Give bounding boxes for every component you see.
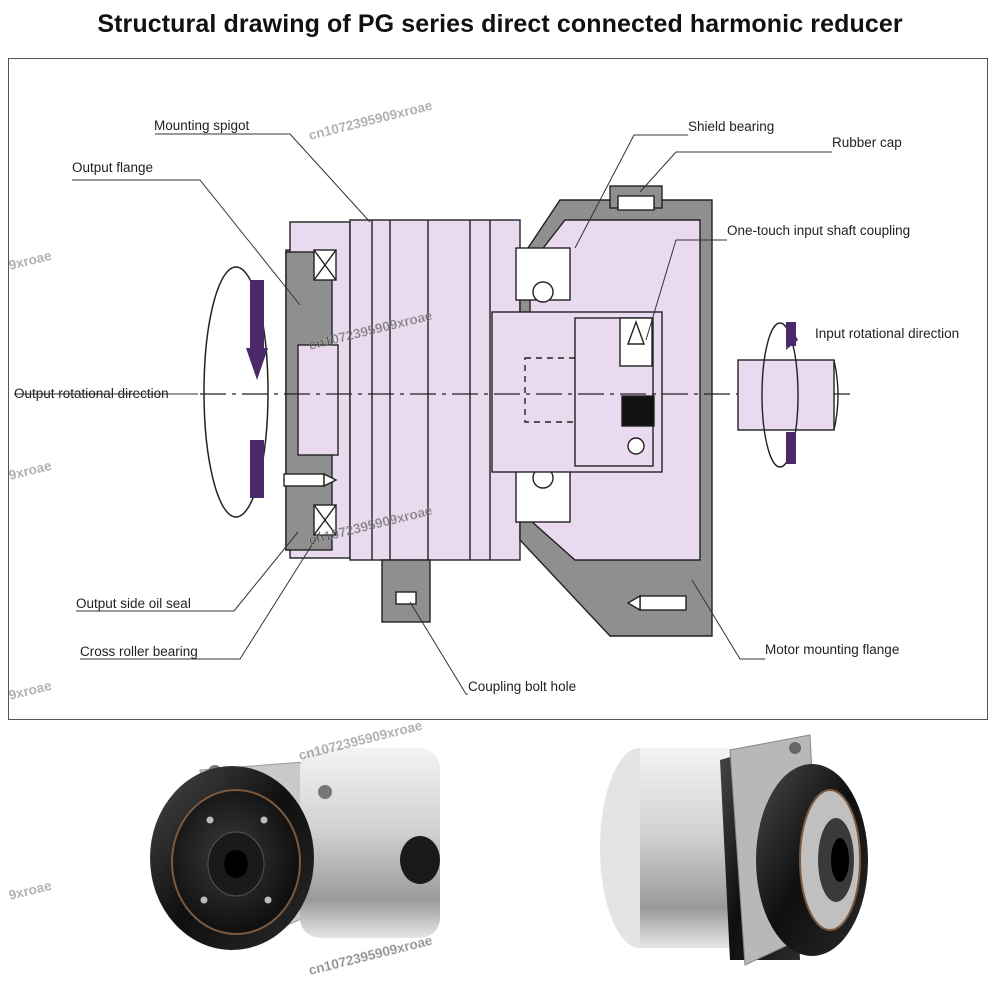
watermark-6: 9xroae	[7, 248, 53, 273]
diagram-frame	[8, 58, 988, 720]
watermark-3: cn1072395909xroae	[307, 933, 434, 978]
product-photo-back	[600, 734, 868, 966]
label-rubber-cap: Rubber cap	[832, 135, 902, 150]
watermark-7: 9xroae	[7, 458, 53, 483]
label-motor-mounting-flange: Motor mounting flange	[765, 642, 899, 657]
watermark-8: 9xroae	[7, 678, 53, 703]
coupling-bolt-tab	[381, 559, 431, 623]
leader-lines	[14, 133, 832, 695]
cross-roller-bearing-bottom	[313, 504, 337, 536]
label-cross-roller-bearing: Cross roller bearing	[80, 644, 198, 659]
output-rotation-arrow	[203, 266, 269, 518]
label-input-rotational-direction: Input rotational direction	[815, 326, 959, 341]
label-output-flange: Output flange	[72, 160, 153, 175]
label-output-rotational-direction: Output rotational direction	[14, 386, 169, 401]
watermark-4: cn1072395909xroae	[307, 98, 434, 143]
cross-roller-bearing-top	[313, 249, 337, 281]
label-mounting-spigot: Mounting spigot	[154, 118, 250, 133]
label-one-touch-coupling: One-touch input shaft coupling	[727, 223, 910, 238]
input-shaft	[737, 322, 839, 468]
watermark-9: 9xroae	[7, 878, 53, 903]
reducer-cross-section	[283, 185, 713, 637]
label-coupling-bolt-hole: Coupling bolt hole	[468, 679, 576, 694]
label-shield-bearing: Shield bearing	[688, 119, 774, 134]
label-output-side-oil-seal: Output side oil seal	[76, 596, 191, 611]
product-photo-front	[150, 748, 440, 951]
diagram-title: Structural drawing of PG series direct c…	[97, 10, 903, 38]
